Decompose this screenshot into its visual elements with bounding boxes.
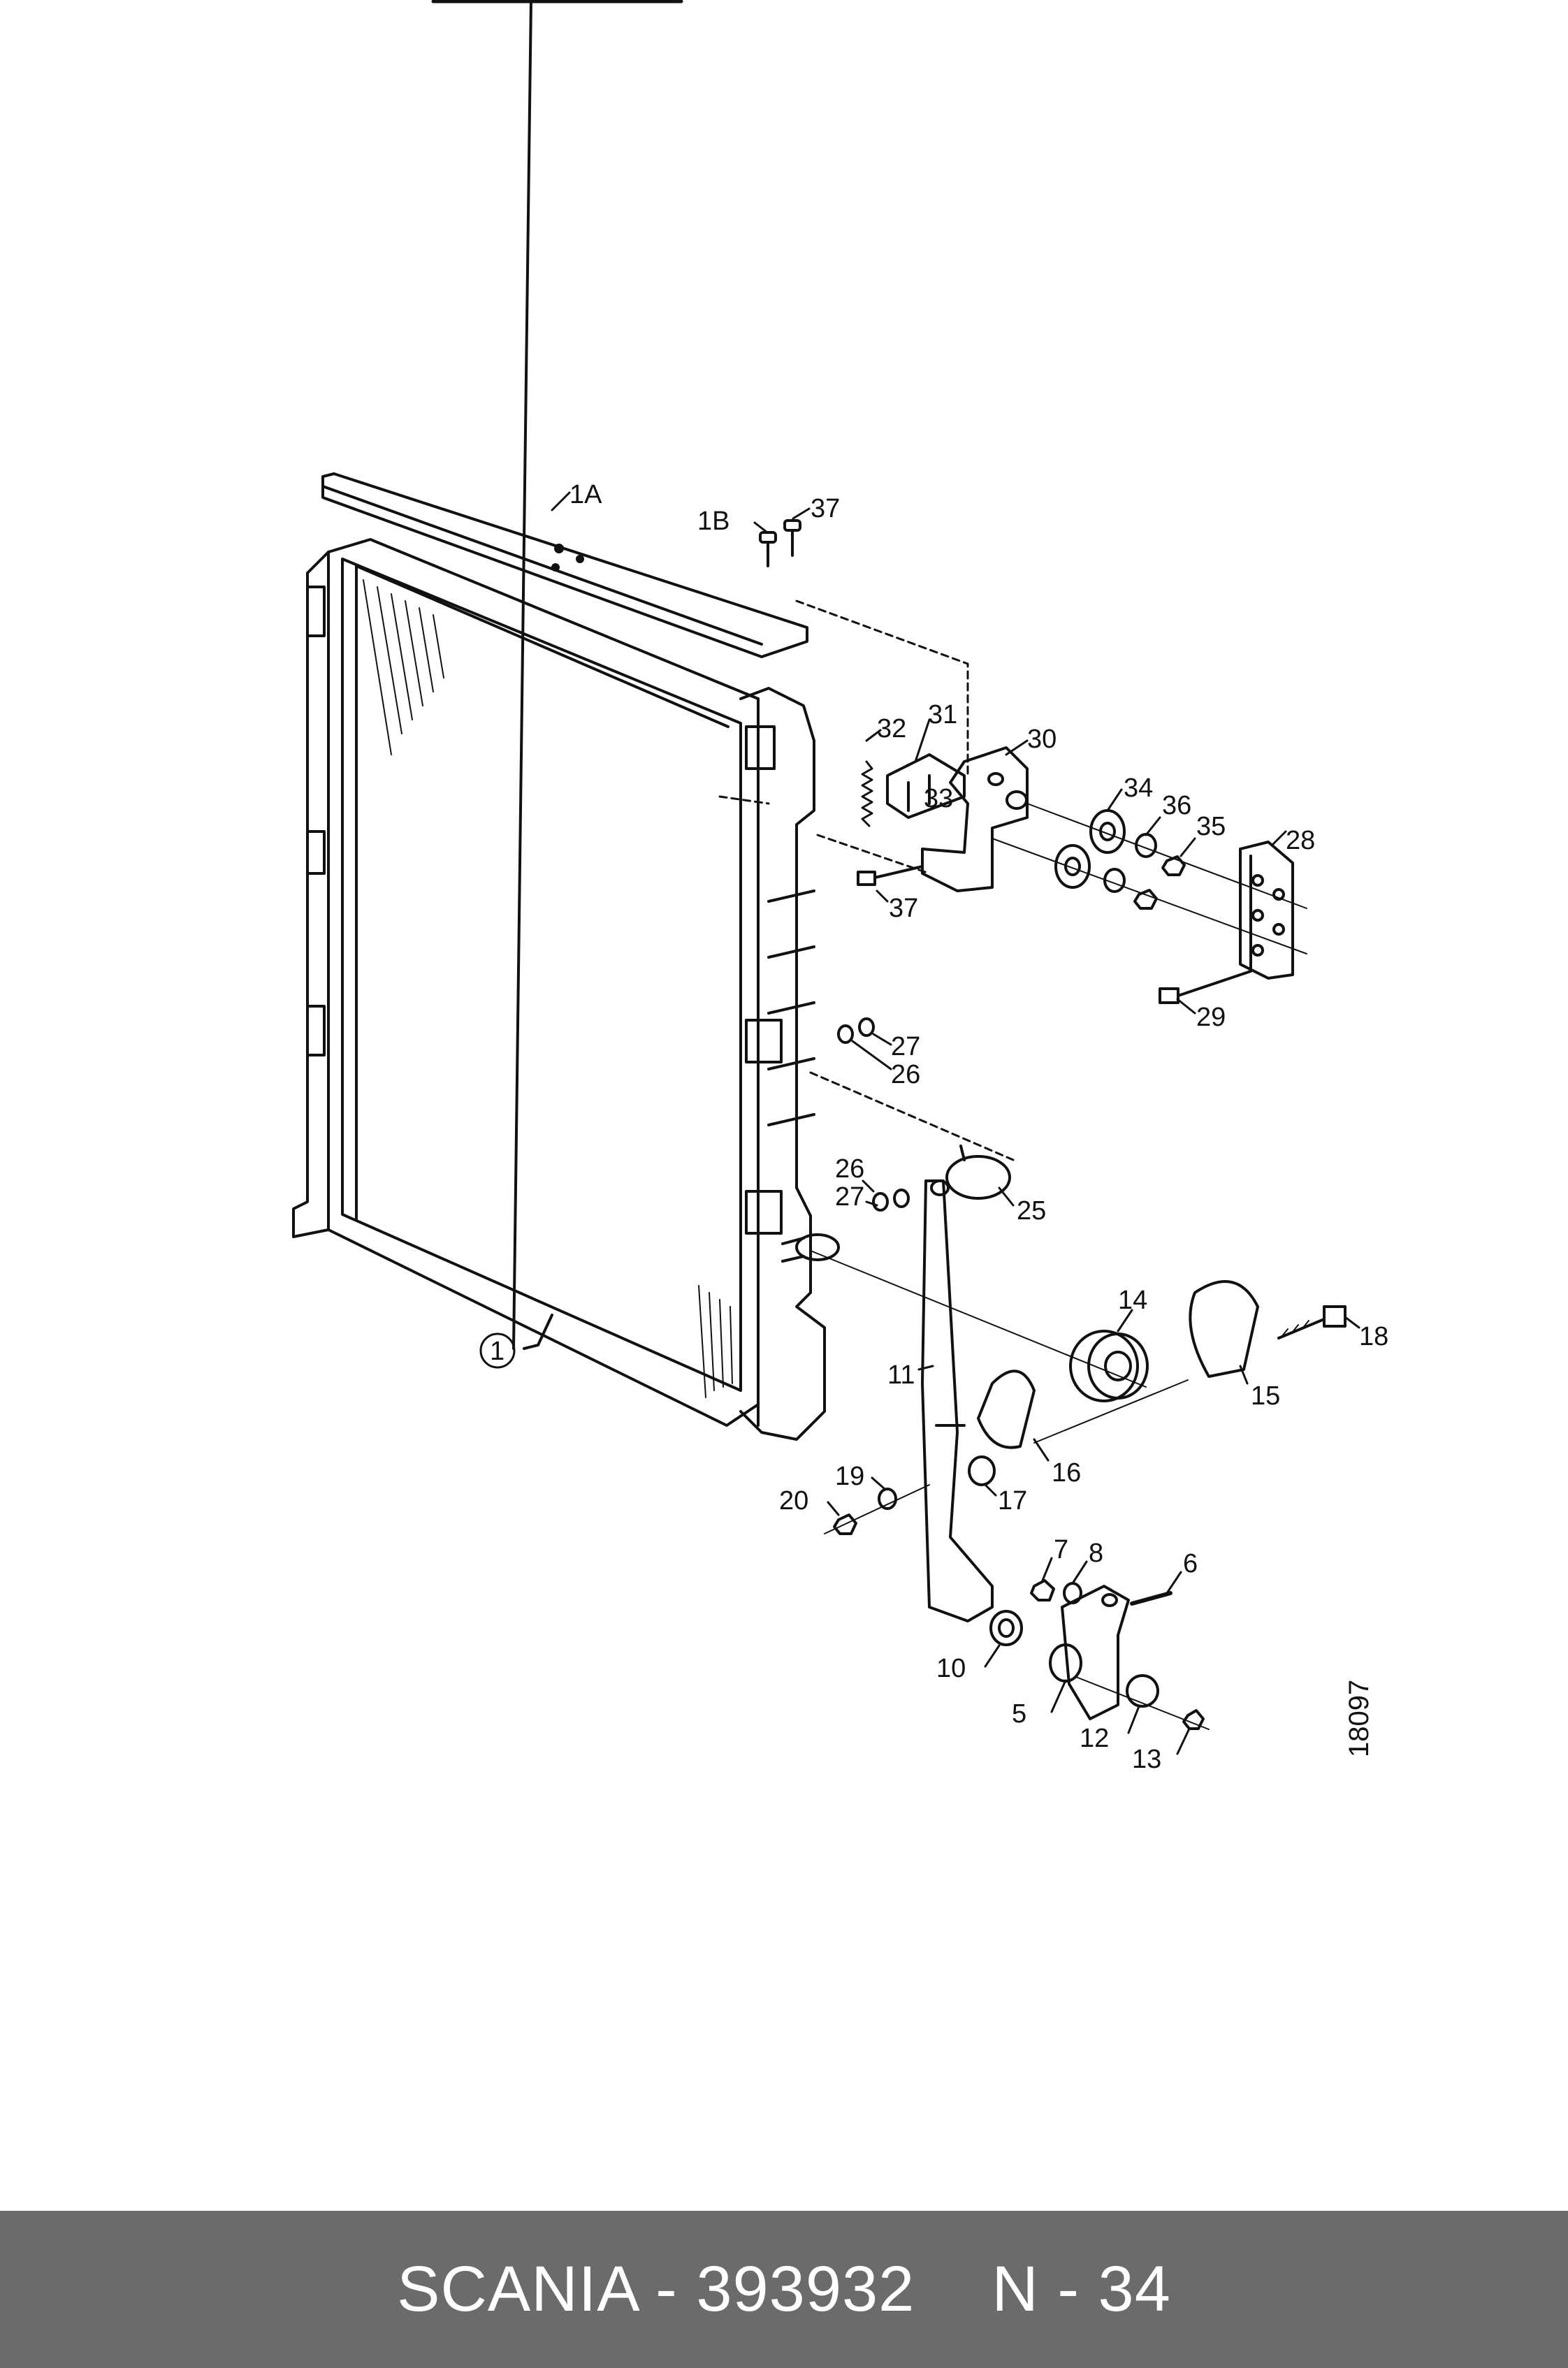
callout-37-top: 37 (811, 494, 840, 523)
top-crossmember (321, 472, 808, 658)
washer-12 (1126, 1674, 1159, 1708)
bolt-29 (1159, 970, 1252, 1004)
bushing-14 (1069, 1330, 1149, 1402)
callout-11: 11 (887, 1360, 915, 1390)
clamp-15 (1189, 1280, 1259, 1378)
callout-5: 5 (1012, 1699, 1026, 1729)
washer-19 (878, 1488, 897, 1510)
callout-7: 7 (1054, 1535, 1068, 1564)
callout-33: 33 (924, 784, 953, 813)
bushing-34-lower (1054, 844, 1091, 889)
bracket-31 (886, 753, 966, 819)
callout-16: 16 (1052, 1458, 1081, 1488)
plate-28 (1239, 841, 1294, 980)
callout-6: 6 (1183, 1549, 1198, 1578)
screw-1b (759, 531, 777, 567)
callout-27-lower: 27 (835, 1182, 864, 1212)
bushing-10 (989, 1610, 1023, 1646)
washer-8 (1063, 1582, 1082, 1604)
nut-13 (1182, 1709, 1205, 1730)
callout-10: 10 (936, 1654, 966, 1683)
footer-bar: SCANIA - 393932 N - 34 (0, 2211, 1568, 2368)
rubber-mount-25 (945, 1145, 1011, 1200)
callout-27-upper: 27 (891, 1032, 920, 1061)
callout-37-lower: 37 (889, 894, 918, 923)
part-number-label: SCANIA - 393932 (397, 2253, 915, 2325)
stud-6 (1130, 1591, 1173, 1606)
callout-30: 30 (1027, 725, 1057, 754)
callout-25: 25 (1017, 1196, 1046, 1226)
callout-12: 12 (1080, 1724, 1109, 1753)
bracket-5 (1049, 1585, 1130, 1720)
callout-32: 32 (877, 714, 906, 743)
callout-31: 31 (928, 700, 957, 729)
bracket-30 (921, 746, 1029, 892)
callout-1a: 1A (569, 480, 602, 509)
screw-37-top (783, 519, 801, 557)
callout-1: 1 (490, 1337, 504, 1366)
clamp-16 (977, 1370, 1036, 1449)
callout-1b: 1B (697, 507, 729, 536)
nut-20 (833, 1513, 857, 1535)
callout-20: 20 (779, 1486, 808, 1516)
bolt-37-lower (857, 865, 924, 886)
callout-labels: 1A 1B 37 32 31 30 33 34 36 35 28 37 29 2… (479, 480, 1388, 1774)
callout-17: 17 (998, 1486, 1027, 1516)
nut-7 (1030, 1579, 1055, 1601)
callout-29: 29 (1196, 1003, 1226, 1032)
callout-14: 14 (1118, 1286, 1147, 1315)
callout-34: 34 (1124, 773, 1153, 803)
callout-28: 28 (1286, 826, 1315, 855)
callout-19: 19 (835, 1462, 864, 1491)
exploded-parts-diagram: 1A 1B 37 32 31 30 33 34 36 35 28 37 29 2… (292, 0, 1388, 1774)
callout-8: 8 (1089, 1539, 1103, 1568)
callout-1-circle (479, 1332, 516, 1369)
callout-26-upper: 26 (891, 1060, 920, 1089)
callout-18: 18 (1359, 1322, 1388, 1351)
callout-13: 13 (1132, 1745, 1161, 1774)
callout-15: 15 (1251, 1381, 1280, 1411)
drawing-number: 18097 (1344, 1680, 1374, 1757)
callout-26-lower: 26 (835, 1154, 864, 1184)
bolt-18 (1277, 1305, 1346, 1339)
callout-35: 35 (1196, 812, 1226, 841)
callout-36: 36 (1162, 791, 1191, 820)
nut-35 (1161, 855, 1186, 876)
bushing-34-upper (1089, 809, 1126, 854)
spring-32 (861, 760, 873, 827)
catalog-code: N - 34 (992, 2253, 1171, 2325)
sleeve-17 (968, 1455, 996, 1486)
stay-rod-11 (921, 1179, 994, 1622)
radiator-core (292, 0, 840, 1441)
